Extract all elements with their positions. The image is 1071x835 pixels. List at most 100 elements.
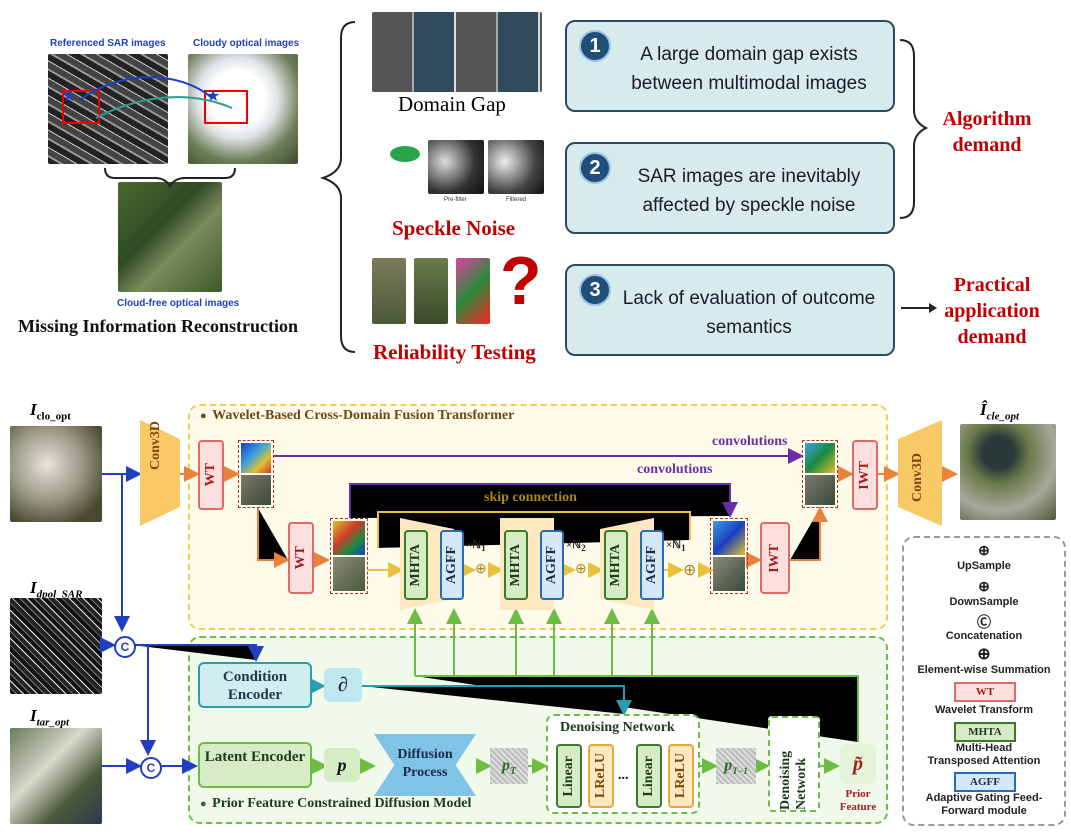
iwt-block-2: IWT [852,440,878,510]
filtered-label: Filtered [506,197,527,203]
legend-downsample-icon: ⊕ [978,578,990,594]
challenge-reliability: Reliability Testing [373,340,536,364]
left-big-brace [319,21,356,353]
input-tar-opt-image [10,728,102,824]
legend-mhta-box: MHTA [954,722,1016,742]
output-image [960,424,1056,520]
diffusion-process-label: Diffusion Process [397,747,453,780]
prefilter-label: Pre-filter [444,197,467,203]
skip-connection-label: skip connection [484,490,577,505]
right-connectors [899,39,937,313]
wavelet-hf [333,521,365,555]
input-clo-opt-image [10,426,102,522]
legend-summation-icon: ⊕ [977,646,991,663]
p-t-node: pT [490,748,528,784]
cloudy-optical-image [188,54,298,164]
wt-block-2: WT [288,522,314,594]
convolutions-label-1: convolutions [712,434,788,449]
question-mark-icon: ? [500,243,542,319]
number-badge: 3 [579,274,611,306]
wavelet-stack-2 [330,518,368,594]
upsample-icon: ⊕ [575,562,587,577]
sar-reference-image [48,54,168,164]
practical-arrowhead [929,303,937,313]
sar-to-cloudy-arrow [79,76,213,101]
conv3d-decoder [898,420,942,526]
partial-symbol: ∂ [324,668,362,702]
denoising-network-block: Denoising Network [768,716,820,812]
conv3d-encoder [140,420,180,526]
cloud-free-label: Cloud-free optical images [117,298,240,309]
mhta-block-2: MHTA [504,530,528,600]
ellipsis: ... [618,768,629,783]
downsample-icon: ⊕ [475,562,487,577]
ellipse-shape [390,146,420,162]
agff-block-1: AGFF [440,530,464,600]
wavelet-stack-4 [802,440,838,508]
input-clo-opt-label: Iclo_opt [30,400,71,423]
reliability-img-3 [456,258,490,324]
linear-block-2: Linear [636,744,662,808]
filtered-image [488,140,544,194]
challenge-domain-gap: Domain Gap [398,92,506,116]
mhta-block-1: MHTA [404,530,428,600]
sar-to-cloudy-arrow-2 [95,96,233,119]
conv3d-decoder-label: Conv3D [910,452,925,502]
demand-box-3: 3 Lack of evaluation of outcome semantic… [565,264,895,356]
repeat-n1-label-2: ×ℕ1 [666,539,686,554]
referenced-sar-label: Referenced SAR images [50,38,166,49]
diffusion-title: ● Prior Feature Constrained Diffusion Mo… [200,796,472,811]
wavelet-stack-3 [710,518,748,594]
transformer-title-text: Wavelet-Based Cross-Domain Fusion Transf… [212,408,515,423]
wavelet-hf [805,443,835,473]
latent-encoder: Latent Encoder [198,742,312,788]
legend-concatenation: Concatenation [945,630,1023,642]
wavelet-lf [805,475,835,505]
algorithm-demand-label: Algorithm demand [942,108,1032,156]
number-badge: 2 [579,152,611,184]
p-symbol: p [324,748,360,782]
top-connectors [79,21,356,353]
input-tar-opt-label: Itar_opt [30,706,70,729]
wavelet-hf [241,443,271,473]
mhta-block-3: MHTA [604,530,628,600]
demand-text: SAR images are inevitably affected by sp… [637,166,861,216]
reliability-img-2 [414,258,448,324]
demand-box-2: 2 SAR images are inevitably affected by … [565,142,895,234]
concat-icon-1: C [114,636,136,658]
input-dpol-sar-label: Idpol_SAR [30,578,83,601]
wavelet-stack-1 [238,440,274,508]
demand-text: Lack of evaluation of outcome semantics [622,288,876,338]
legend: ⊕ UpSample ⊕ DownSample Ⓒ Concatenation … [902,536,1066,826]
wavelet-hf [713,521,745,555]
star-icon: ★ [62,88,77,105]
legend-summation: Element-wise Summation [917,664,1051,676]
right-brace [899,39,929,219]
legend-downsample: DownSample [949,596,1019,608]
legend-upsample: UpSample [957,560,1011,572]
summation-icon: ⊕ [683,562,697,579]
concat-icon-2: C [140,757,162,779]
p-t-minus-1-node: pT−1 [716,748,756,784]
input-dpol-sar-image [10,598,102,694]
cloud-free-optical-image [118,182,222,292]
output-label: Îcle_opt [980,400,1020,423]
repeat-n2-label: ×ℕ2 [566,539,586,554]
sar-highlight-grid [62,90,100,124]
number-badge: 1 [579,30,611,62]
conv3d-encoder-label: Conv3D [148,420,163,470]
condition-encoder: Condition Encoder [198,662,312,708]
denoising-network-title: Denoising Network [560,720,675,735]
legend-agff-box: AGFF [954,772,1016,792]
wavelet-lf [333,557,365,591]
speckle-noise-figure [370,134,422,204]
diffusion-title-text: Prior Feature Constrained Diffusion Mode… [212,796,472,811]
demand-text: A large domain gap exists between multim… [631,44,867,94]
demand-box-1: 1 A large domain gap exists between mult… [565,20,895,112]
cloudy-highlight-grid [204,90,248,124]
iwt-block-1: IWT [760,522,790,594]
transformer-title: ● Wavelet-Based Cross-Domain Fusion Tran… [200,408,515,423]
domain-gap-image [372,12,542,92]
bottom-brace [104,167,236,188]
